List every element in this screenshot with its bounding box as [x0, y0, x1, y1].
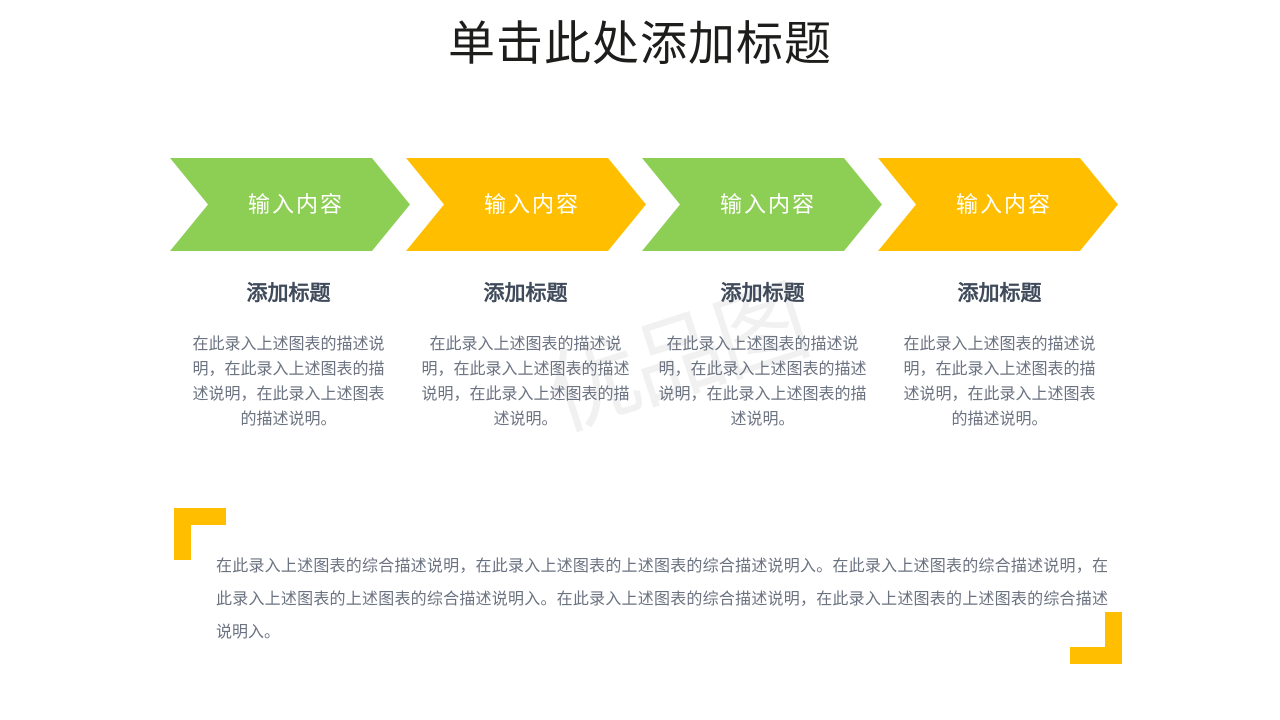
- process-description-columns: 添加标题 在此录入上述图表的描述说明，在此录入上述图表的描述说明，在此录入上述图…: [170, 278, 1118, 478]
- process-arrow-label-1: 输入内容: [247, 191, 344, 217]
- process-column-heading-4: 添加标题: [957, 281, 1042, 305]
- process-column-4: 添加标题 在此录入上述图表的描述说明，在此录入上述图表的描述说明，在此录入上述图…: [881, 278, 1118, 478]
- process-arrow-band: 输入内容 输入内容 输入内容 输入内容: [170, 158, 1118, 251]
- process-column-1: 添加标题 在此录入上述图表的描述说明，在此录入上述图表的描述说明，在此录入上述图…: [170, 278, 407, 478]
- corner-bracket-bottom-right-icon: [1070, 612, 1122, 664]
- process-column-body-1: 在此录入上述图表的描述说明，在此录入上述图表的描述说明，在此录入上述图表的描述说…: [192, 336, 385, 428]
- process-arrow-4[interactable]: 输入内容: [878, 158, 1118, 251]
- summary-paragraph: 在此录入上述图表的综合描述说明，在此录入上述图表的上述图表的综合描述说明入。在此…: [216, 558, 1108, 641]
- process-column-body-2: 在此录入上述图表的描述说明，在此录入上述图表的描述说明，在此录入上述图表的描述说…: [421, 336, 630, 428]
- process-column-3: 添加标题 在此录入上述图表的描述说明，在此录入上述图表的描述说明，在此录入上述图…: [644, 278, 881, 478]
- process-column-heading-1: 添加标题: [246, 281, 331, 305]
- process-arrow-1[interactable]: 输入内容: [170, 158, 410, 251]
- page-title: 单击此处添加标题: [448, 19, 832, 71]
- process-column-heading-3: 添加标题: [720, 281, 805, 305]
- process-arrow-label-3: 输入内容: [719, 191, 816, 217]
- process-arrow-label-2: 输入内容: [483, 191, 580, 217]
- process-column-body-3: 在此录入上述图表的描述说明，在此录入上述图表的描述说明，在此录入上述图表的描述说…: [658, 336, 867, 428]
- process-column-heading-2: 添加标题: [483, 281, 568, 305]
- corner-bracket-top-left-icon: [174, 508, 226, 560]
- process-column-body-4: 在此录入上述图表的描述说明，在此录入上述图表的描述说明，在此录入上述图表的描述说…: [903, 336, 1096, 428]
- process-arrow-3[interactable]: 输入内容: [642, 158, 882, 251]
- process-column-2: 添加标题 在此录入上述图表的描述说明，在此录入上述图表的描述说明，在此录入上述图…: [407, 278, 644, 478]
- process-arrow-2[interactable]: 输入内容: [406, 158, 646, 251]
- process-arrow-label-4: 输入内容: [955, 191, 1052, 217]
